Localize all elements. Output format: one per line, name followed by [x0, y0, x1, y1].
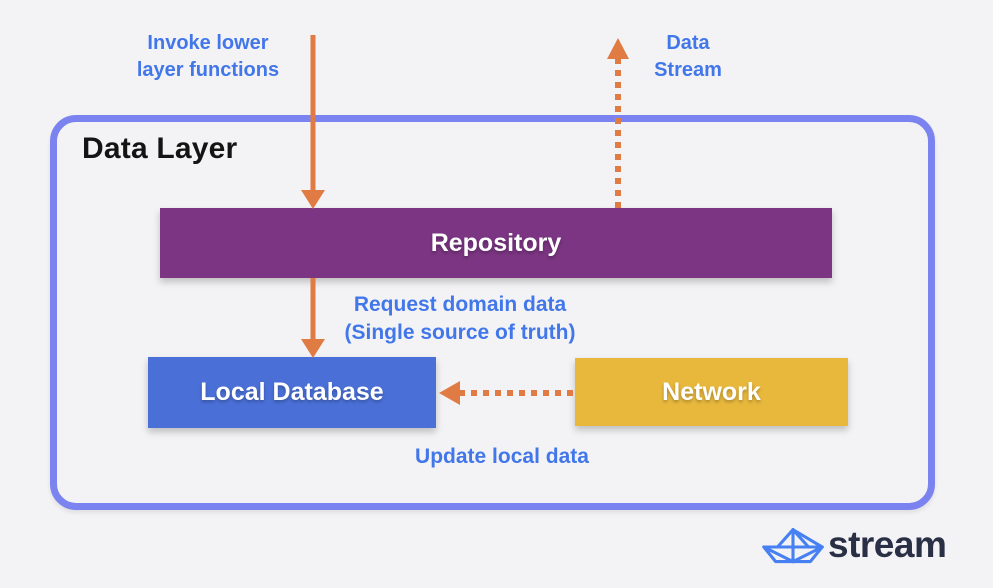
data-stream-label: Data Stream — [654, 32, 722, 81]
stream-logo: stream — [762, 524, 947, 568]
paper-boat-icon — [762, 528, 824, 564]
repository-node-label: Repository — [430, 228, 562, 257]
request-domain-data-label: Request domain data (Single source of tr… — [344, 293, 576, 345]
repository-node: Repository — [160, 208, 832, 278]
network-node: Network — [575, 358, 848, 426]
stream-logo-text: stream — [828, 524, 947, 565]
local-database-node-label: Local Database — [200, 378, 384, 406]
update-local-data-label: Update local data — [415, 445, 589, 468]
network-node-label: Network — [662, 377, 761, 406]
local-database-node: Local Database — [148, 357, 436, 428]
invoke-lower-layer-label: Invoke lower layer functions — [136, 32, 280, 81]
data-layer-title: Data Layer — [82, 132, 238, 165]
data-layer-frame — [50, 115, 935, 510]
